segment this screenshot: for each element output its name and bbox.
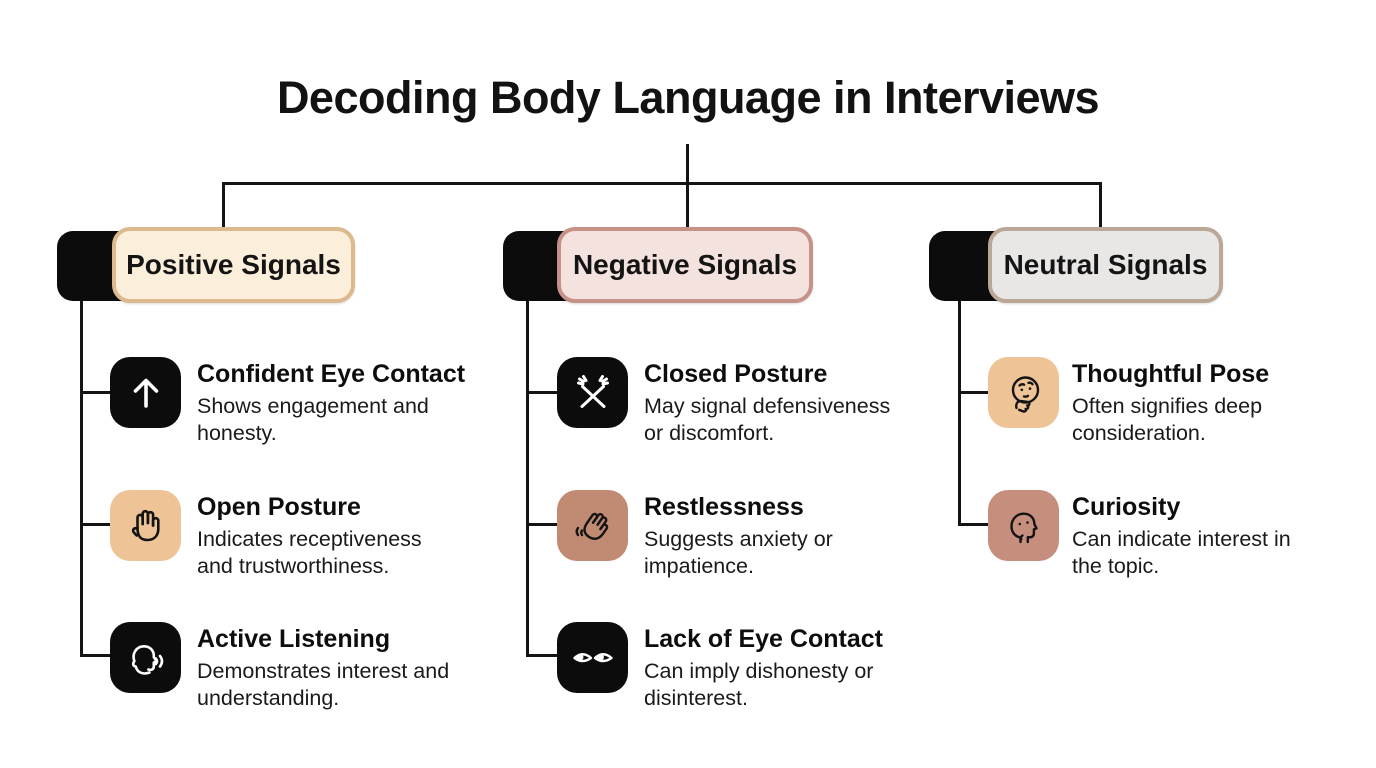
list-item: Confident Eye Contact Shows engagement a… [197,359,466,447]
item-title: Curiosity [1072,493,1181,521]
shifty-eyes-icon [557,622,628,693]
elbow-negative-3 [526,654,559,657]
category-header-positive: Positive Signals [112,227,355,303]
page-title: Decoding Body Language in Interviews [276,72,1100,123]
item-title: Lack of Eye Contact [644,625,883,653]
item-title: Closed Posture [644,360,828,388]
item-description: Indicates receptiveness and trustworthin… [197,527,422,578]
item-title: Confident Eye Contact [197,360,466,388]
spine-negative [526,299,529,657]
item-title: Thoughtful Pose [1072,360,1270,388]
curious-head-icon [988,490,1059,561]
item-description: Often signifies deep consideration. [1072,394,1263,445]
tapping-hand-icon [557,490,628,561]
category-label: Positive Signals [126,249,341,280]
elbow-neutral-2 [958,523,991,526]
item-title: Active Listening [197,625,391,653]
connector-title-vertical [686,144,689,184]
item-title: Restlessness [644,493,804,521]
spine-neutral [958,299,961,525]
list-item: Restlessness Suggests anxiety or impatie… [644,492,906,580]
crossed-arms-icon [557,357,628,428]
list-item: Open Posture Indicates receptiveness and… [197,492,459,580]
list-item: Lack of Eye Contact Can imply dishonesty… [644,624,906,712]
list-item: Closed Posture May signal defensiveness … [644,359,906,447]
category-label: Negative Signals [572,249,798,280]
item-description: May signal defensiveness or discomfort. [644,394,891,445]
category-header-negative: Negative Signals [557,227,813,303]
item-description: Suggests anxiety or impatience. [644,527,833,578]
elbow-neutral-1 [958,391,991,394]
item-title: Open Posture [197,493,361,521]
elbow-negative-1 [526,391,559,394]
category-header-neutral: Neutral Signals [988,227,1223,303]
arrow-up-icon [110,357,181,428]
connector-horizontal [222,182,1102,185]
thinking-face-icon [988,357,1059,428]
item-description: Demonstrates interest and understanding. [197,659,450,710]
open-hand-icon [110,490,181,561]
elbow-positive-2 [80,523,113,526]
connector-stub-positive [222,182,225,230]
elbow-positive-3 [80,654,113,657]
elbow-positive-1 [80,391,113,394]
listening-head-icon [110,622,181,693]
connector-stub-negative [686,182,689,230]
list-item: Active Listening Demonstrates interest a… [197,624,459,712]
list-item: Curiosity Can indicate interest in the t… [1072,492,1334,580]
list-item: Thoughtful Pose Often signifies deep con… [1072,359,1334,447]
connector-stub-neutral [1099,182,1102,230]
item-description: Can imply dishonesty or disinterest. [644,659,874,710]
spine-positive [80,299,83,657]
item-description: Can indicate interest in the topic. [1072,527,1291,578]
category-label: Neutral Signals [1003,249,1208,280]
item-description: Shows engagement and honesty. [197,394,429,445]
elbow-negative-2 [526,523,559,526]
